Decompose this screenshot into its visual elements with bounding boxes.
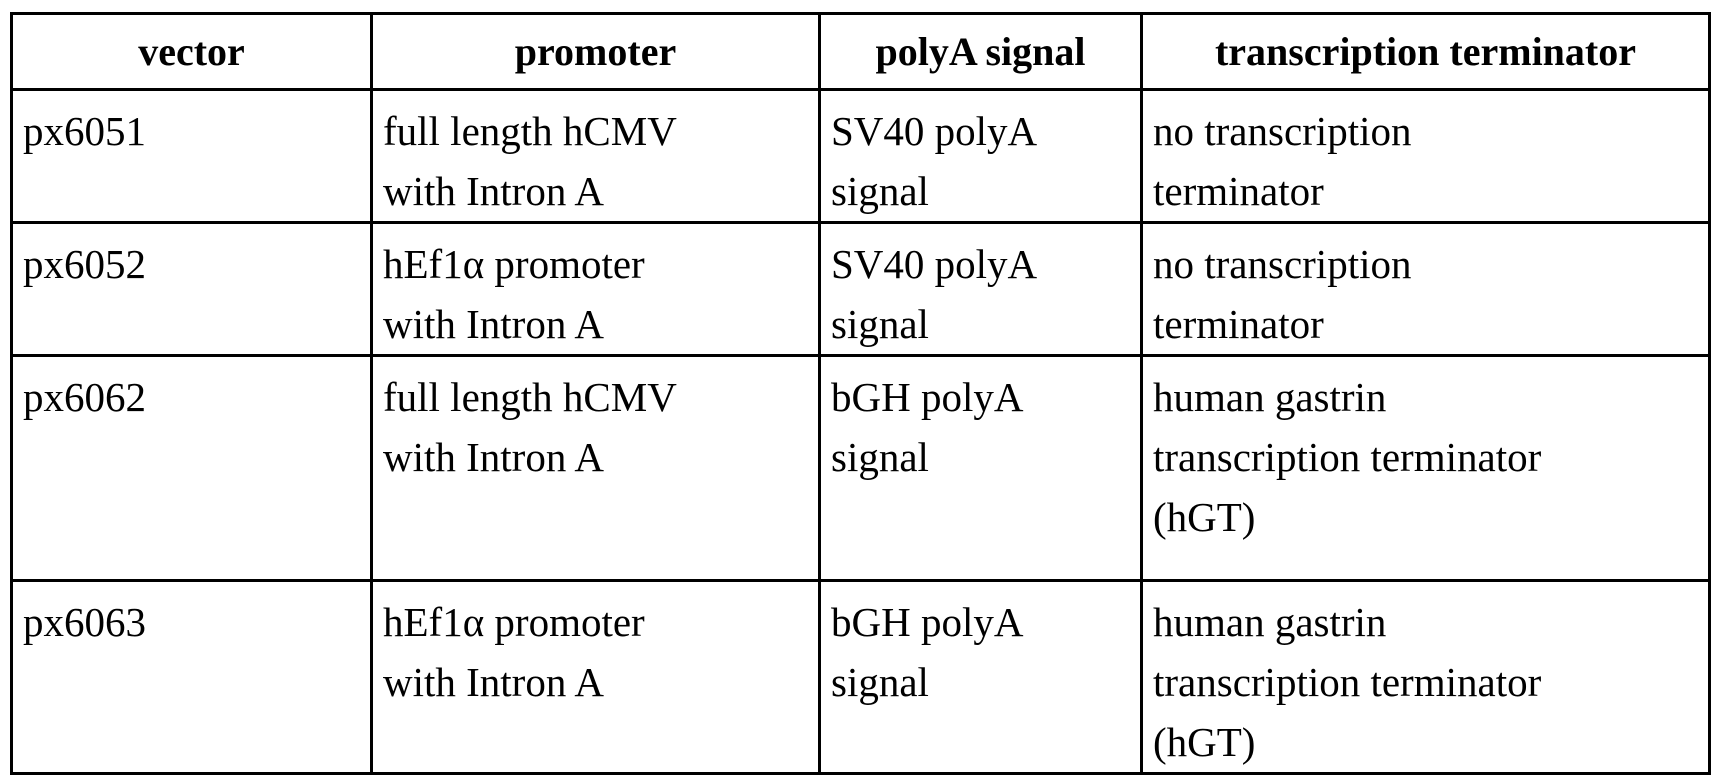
promoter-line: with Intron A (383, 659, 604, 705)
terminator-line: no transcription (1153, 108, 1412, 154)
cell-promoter: full length hCMV with Intron A (370, 88, 821, 224)
polya-line: signal (831, 659, 929, 705)
table-row: px6051 full length hCMV with Intron A SV… (10, 88, 1711, 224)
polya-line: bGH polyA (831, 599, 1024, 645)
table-row: px6062 full length hCMV with Intron A bG… (10, 354, 1711, 582)
promoter-line: with Intron A (383, 434, 604, 480)
terminator-line: terminator (1153, 168, 1324, 214)
cell-vector: px6063 (10, 579, 373, 775)
polya-line: signal (831, 434, 929, 480)
promoter-line: with Intron A (383, 168, 604, 214)
vector-name: px6051 (23, 108, 146, 154)
column-header-vector: vector (10, 12, 373, 91)
table-header: vector promoter polyA signal transcripti… (10, 12, 1711, 91)
cell-vector: px6062 (10, 354, 373, 582)
vector-name: px6063 (23, 599, 146, 645)
promoter-line: hEf1α promoter (383, 599, 645, 645)
polya-line: signal (831, 168, 929, 214)
polya-line: SV40 polyA (831, 241, 1038, 287)
terminator-line: (hGT) (1153, 494, 1256, 540)
vector-name: px6062 (23, 374, 146, 420)
cell-transcription-terminator: human gastrin transcription terminator (… (1140, 354, 1711, 582)
cell-transcription-terminator: no transcription terminator (1140, 221, 1711, 357)
cell-promoter: full length hCMV with Intron A (370, 354, 821, 582)
table-body: px6051 full length hCMV with Intron A SV… (10, 88, 1711, 775)
cell-polya-signal: bGH polyA signal (818, 579, 1143, 775)
cell-promoter: hEf1α promoter with Intron A (370, 221, 821, 357)
vector-name: px6052 (23, 241, 146, 287)
column-header-promoter: promoter (370, 12, 821, 91)
cell-vector: px6052 (10, 221, 373, 357)
terminator-line: no transcription (1153, 241, 1412, 287)
promoter-line: hEf1α promoter (383, 241, 645, 287)
polya-line: bGH polyA (831, 374, 1024, 420)
cell-promoter: hEf1α promoter with Intron A (370, 579, 821, 775)
cell-transcription-terminator: human gastrin transcription terminator (… (1140, 579, 1711, 775)
cell-polya-signal: SV40 polyA signal (818, 221, 1143, 357)
promoter-line: full length hCMV (383, 374, 677, 420)
terminator-line: terminator (1153, 301, 1324, 347)
promoter-line: full length hCMV (383, 108, 677, 154)
promoter-line: with Intron A (383, 301, 604, 347)
cell-transcription-terminator: no transcription terminator (1140, 88, 1711, 224)
terminator-line: transcription terminator (1153, 659, 1542, 705)
vector-comparison-table: vector promoter polyA signal transcripti… (10, 12, 1711, 775)
column-header-polya-signal: polyA signal (818, 12, 1143, 91)
terminator-line: human gastrin (1153, 599, 1387, 645)
table-header-row: vector promoter polyA signal transcripti… (10, 12, 1711, 91)
vector-table-container: vector promoter polyA signal transcripti… (10, 12, 1711, 775)
cell-polya-signal: SV40 polyA signal (818, 88, 1143, 224)
cell-vector: px6051 (10, 88, 373, 224)
polya-line: SV40 polyA (831, 108, 1038, 154)
table-row: px6052 hEf1α promoter with Intron A SV40… (10, 221, 1711, 357)
terminator-line: (hGT) (1153, 719, 1256, 765)
table-row: px6063 hEf1α promoter with Intron A bGH … (10, 579, 1711, 775)
column-header-transcription-terminator: transcription terminator (1140, 12, 1711, 91)
cell-polya-signal: bGH polyA signal (818, 354, 1143, 582)
polya-line: signal (831, 301, 929, 347)
terminator-line: human gastrin (1153, 374, 1387, 420)
terminator-line: transcription terminator (1153, 434, 1542, 480)
